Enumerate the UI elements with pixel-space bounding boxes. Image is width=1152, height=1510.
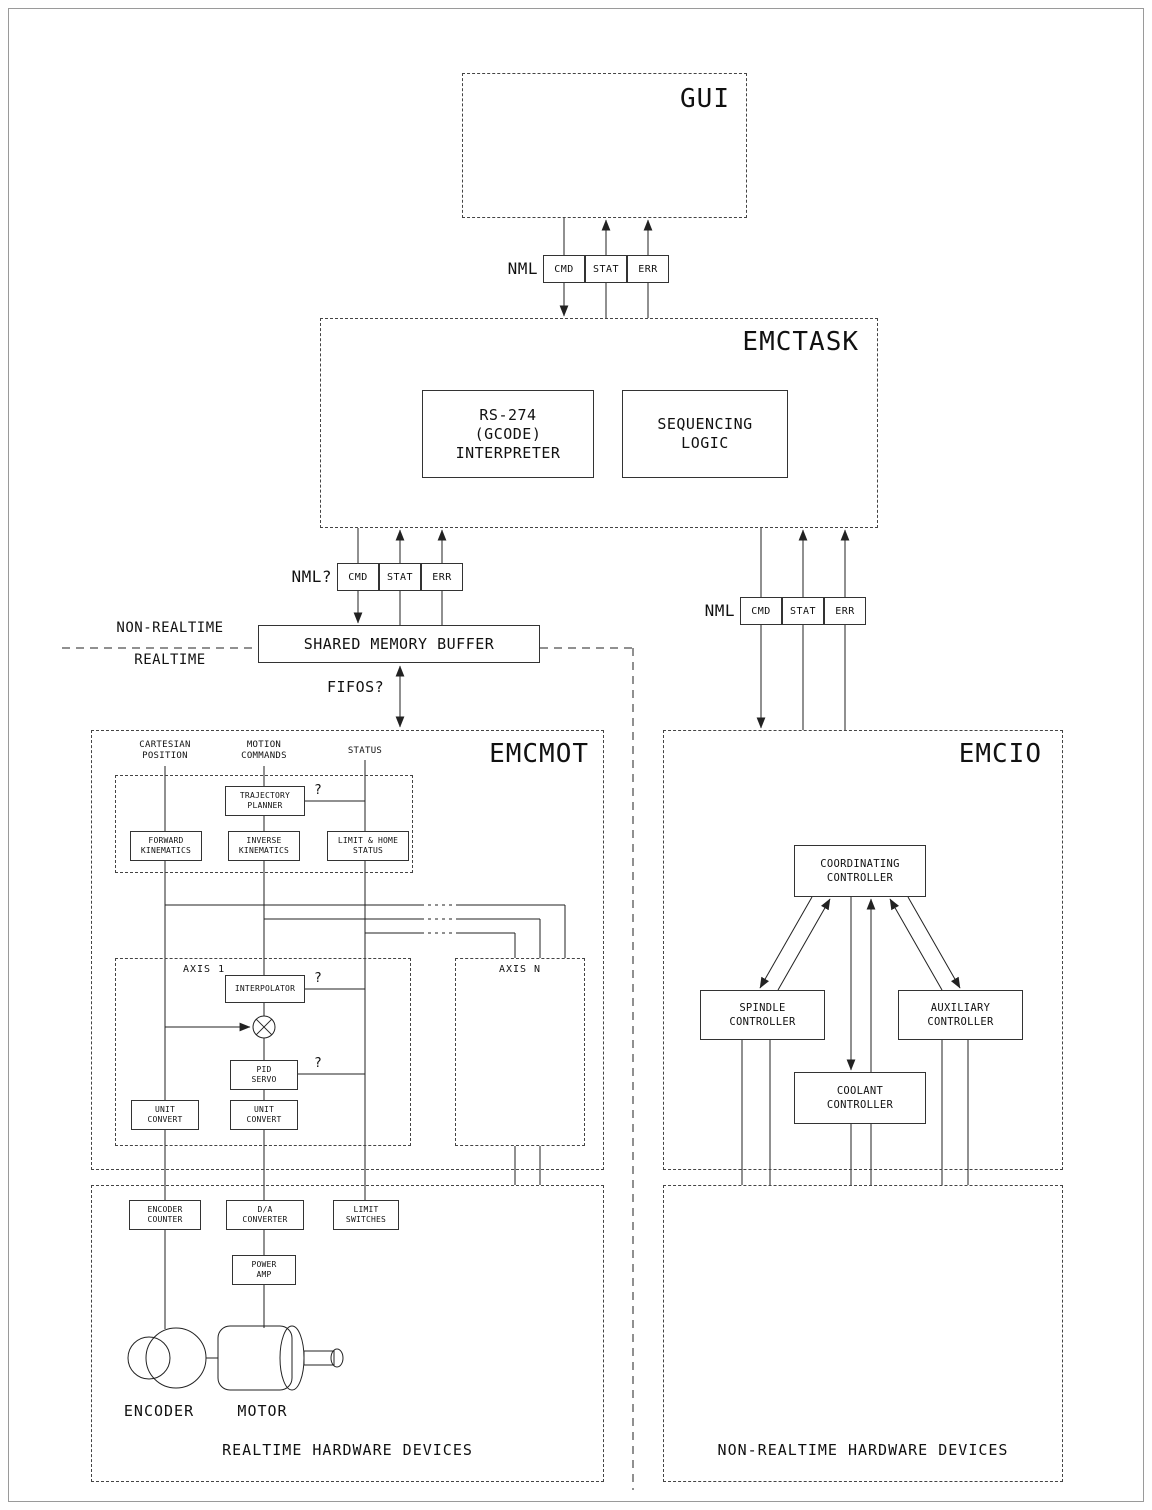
encoder-label: ENCODER: [123, 1402, 195, 1420]
nml-left-stat-box: STAT: [379, 563, 421, 591]
pid-question-mark: ?: [312, 1056, 324, 1071]
nonrealtime-hardware-title: NON-REALTIME HARDWARE DEVICES: [717, 1441, 1009, 1459]
encoder-drawing: [127, 1327, 218, 1389]
realtime-hardware-title: REALTIME HARDWARE DEVICES: [222, 1441, 473, 1459]
inverse-kinematics-box: INVERSE KINEMATICS: [228, 831, 300, 861]
spindle-controller-box: SPINDLE CONTROLLER: [700, 990, 825, 1040]
nml-left-err-box: ERR: [421, 563, 463, 591]
cartesian-position-header: CARTESIAN POSITION: [139, 740, 191, 761]
trajectory-question-mark: ?: [312, 783, 324, 798]
forward-kinematics-box: FORWARD KINEMATICS: [130, 831, 202, 861]
auxiliary-controller-box: AUXILIARY CONTROLLER: [898, 990, 1023, 1040]
shared-memory-buffer-box: SHARED MEMORY BUFFER: [258, 625, 540, 663]
motor-label: MOTOR: [237, 1402, 288, 1420]
motion-commands-header: MOTION COMMANDS: [241, 740, 287, 761]
pid-servo-box: PID SERVO: [230, 1060, 298, 1090]
nml-right-err-box: ERR: [824, 597, 866, 625]
kinematics-group-box: [115, 775, 413, 873]
coordinating-controller-box: COORDINATING CONTROLLER: [794, 845, 926, 897]
limit-switches-box: LIMIT SWITCHES: [333, 1200, 399, 1230]
nml-left-label: NML?: [291, 567, 332, 586]
nonrealtime-hardware-box: NON-REALTIME HARDWARE DEVICES: [663, 1185, 1063, 1482]
page-border: [8, 8, 1144, 1502]
limit-home-status-box: LIMIT & HOME STATUS: [327, 831, 409, 861]
motor-drawing: [217, 1325, 344, 1391]
emcio-title: EMCIO: [958, 739, 1042, 769]
unit-convert-feedback-box: UNIT CONVERT: [131, 1100, 199, 1130]
gui-title: GUI: [680, 84, 730, 114]
coolant-controller-box: COOLANT CONTROLLER: [794, 1072, 926, 1124]
nml-right-stat-box: STAT: [782, 597, 824, 625]
emctask-title: EMCTASK: [742, 327, 859, 357]
nml-left-cmd-box: CMD: [337, 563, 379, 591]
nml-gui-cmd-box: CMD: [543, 255, 585, 283]
trajectory-planner-box: TRAJECTORY PLANNER: [225, 786, 305, 816]
non-realtime-label: NON-REALTIME: [103, 620, 237, 636]
emctask-box: EMCTASK: [320, 318, 878, 528]
axisn-box: AXIS N: [455, 958, 585, 1146]
summing-junction-icon: [252, 1015, 276, 1039]
nml-gui-err-box: ERR: [627, 255, 669, 283]
axis1-box: AXIS 1: [115, 958, 411, 1146]
encoder-counter-box: ENCODER COUNTER: [129, 1200, 201, 1230]
status-header: STATUS: [347, 746, 383, 756]
unit-convert-output-box: UNIT CONVERT: [230, 1100, 298, 1130]
nml-gui-stat-box: STAT: [585, 255, 627, 283]
axisn-label: AXIS N: [498, 964, 542, 975]
nml-gui-label: NML: [507, 259, 538, 278]
realtime-label: REALTIME: [103, 652, 237, 668]
fifos-label: FIFOS?: [327, 678, 385, 696]
nml-right-label: NML: [704, 601, 735, 620]
power-amp-box: POWER AMP: [232, 1255, 296, 1285]
gui-box: GUI: [462, 73, 747, 218]
interpolator-box: INTERPOLATOR: [225, 975, 305, 1003]
da-converter-box: D/A CONVERTER: [226, 1200, 304, 1230]
emcio-box: EMCIO: [663, 730, 1063, 1170]
gcode-interpreter-box: RS-274 (GCODE) INTERPRETER: [422, 390, 594, 478]
sequencing-logic-box: SEQUENCING LOGIC: [622, 390, 788, 478]
emcmot-box: EMCMOT: [91, 730, 604, 1170]
nml-right-cmd-box: CMD: [740, 597, 782, 625]
realtime-hardware-box: REALTIME HARDWARE DEVICES: [91, 1185, 604, 1482]
axis1-label: AXIS 1: [183, 964, 226, 975]
interpolator-question-mark: ?: [312, 971, 324, 986]
emcmot-title: EMCMOT: [489, 739, 589, 769]
